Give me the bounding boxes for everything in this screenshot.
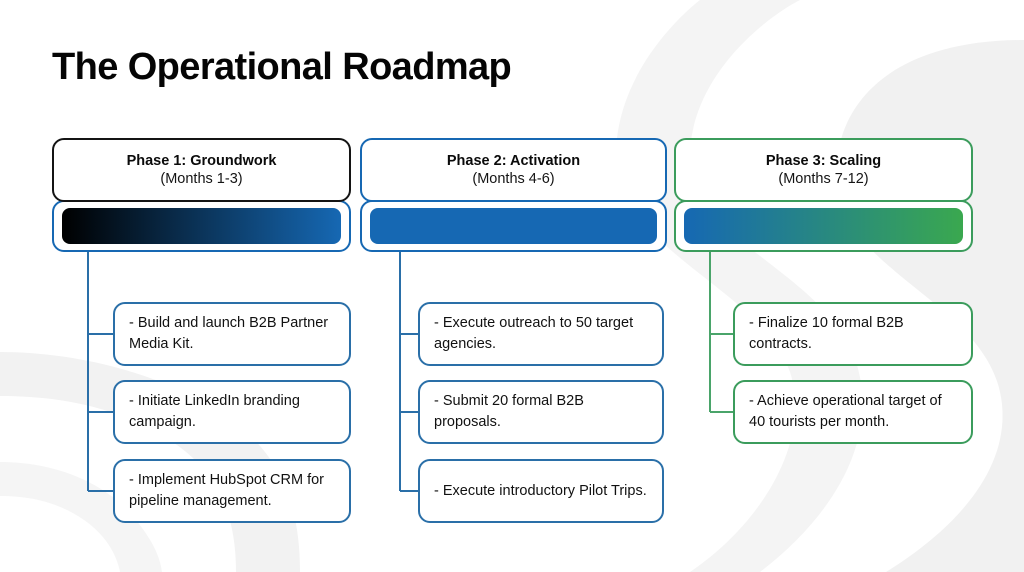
task-box[interactable]: - Achieve operational target of 40 touri…: [733, 380, 973, 444]
phase-progress-bar-fill-3: [684, 208, 963, 244]
task-box[interactable]: - Finalize 10 formal B2B contracts.: [733, 302, 973, 366]
page-title: The Operational Roadmap: [52, 46, 512, 88]
phase-progress-bar-fill-2: [370, 208, 657, 244]
task-text: - Initiate LinkedIn branding campaign.: [129, 393, 300, 430]
task-box[interactable]: - Implement HubSpot CRM for pipeline man…: [113, 459, 351, 523]
task-text: - Execute introductory Pilot Trips.: [434, 482, 647, 499]
phase-header-3[interactable]: Phase 3: Scaling (Months 7-12): [674, 138, 973, 202]
task-text: - Implement HubSpot CRM for pipeline man…: [129, 472, 325, 509]
task-text: - Finalize 10 formal B2B contracts.: [749, 315, 904, 352]
task-box[interactable]: - Initiate LinkedIn branding campaign.: [113, 380, 351, 444]
phase-title-2: Phase 2: Activation: [446, 152, 581, 169]
task-text: - Submit 20 formal B2B proposals.: [434, 393, 584, 430]
task-box[interactable]: - Submit 20 formal B2B proposals.: [418, 380, 664, 444]
task-box[interactable]: - Execute outreach to 50 target agencies…: [418, 302, 664, 366]
phase-title-3: Phase 3: Scaling: [765, 152, 882, 169]
phase-months-3: (Months 7-12): [778, 171, 869, 187]
phase-progress-bar-fill-1: [62, 208, 341, 244]
task-text: - Achieve operational target of 40 touri…: [749, 393, 942, 430]
phase-header-2[interactable]: Phase 2: Activation (Months 4-6): [360, 138, 667, 202]
phase-title-1: Phase 1: Groundwork: [126, 152, 277, 169]
task-text: - Execute outreach to 50 target agencies…: [434, 315, 634, 352]
task-box[interactable]: - Execute introductory Pilot Trips.: [418, 459, 664, 523]
phase-months-1: (Months 1-3): [160, 171, 243, 187]
phase-months-2: (Months 4-6): [472, 171, 555, 187]
phase-header-1[interactable]: Phase 1: Groundwork (Months 1-3): [52, 138, 351, 202]
phase-progress-bar-frame-2[interactable]: [360, 200, 667, 252]
phase-progress-bar-frame-1[interactable]: [52, 200, 351, 252]
task-box[interactable]: - Build and launch B2B Partner Media Kit…: [113, 302, 351, 366]
phase-progress-bar-frame-3[interactable]: [674, 200, 973, 252]
task-text: - Build and launch B2B Partner Media Kit…: [129, 315, 329, 352]
